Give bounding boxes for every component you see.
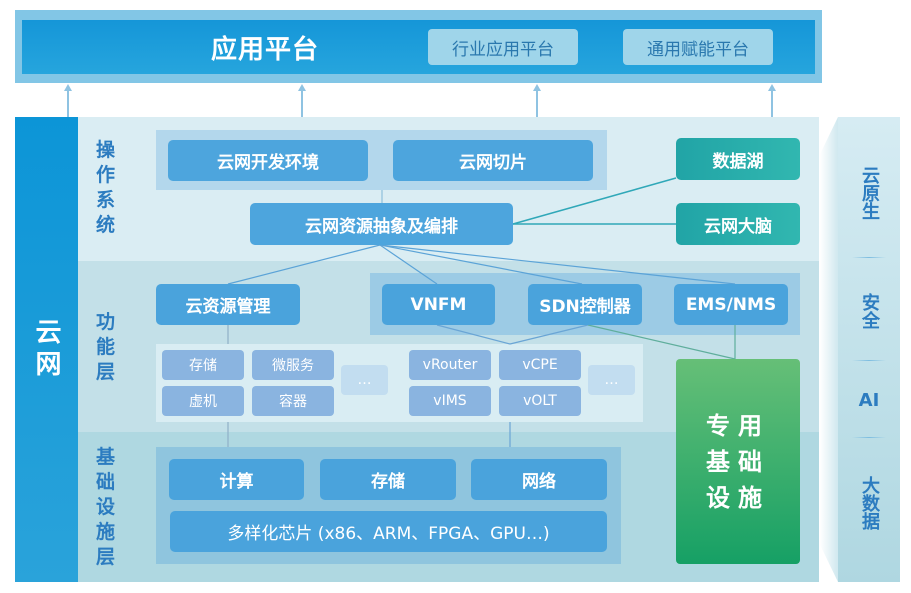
general-enabling-platform[interactable]: 通用赋能平台 xyxy=(623,29,773,65)
connector-line xyxy=(379,244,736,285)
arrow-up-2 xyxy=(301,86,303,118)
dedicated-infrastructure[interactable]: 专用 基础 设施 xyxy=(676,359,800,564)
diverse-chips[interactable]: 多样化芯片 (x86、ARM、FPGA、GPU…) xyxy=(170,511,607,552)
vnfm[interactable]: VNFM xyxy=(382,284,495,325)
connector-line xyxy=(512,177,677,225)
arrow-up-1 xyxy=(67,86,69,118)
dedicated-infra-line: 设施 xyxy=(706,483,770,512)
sub-microservice[interactable]: 微服务 xyxy=(252,350,334,380)
resource-orchestration[interactable]: 云网资源抽象及编排 xyxy=(250,203,513,245)
data-lake[interactable]: 数据湖 xyxy=(676,138,800,180)
more-cloud-items[interactable]: … xyxy=(341,365,388,395)
arrow-head-icon xyxy=(768,84,776,91)
connector-line xyxy=(509,324,589,345)
connector-line xyxy=(227,244,381,285)
capability-big-data: 大数据 xyxy=(859,476,880,530)
arrow-head-icon xyxy=(298,84,306,91)
cloud-net-label: 云网 xyxy=(31,317,61,382)
arrow-up-3 xyxy=(536,86,538,118)
arrow-head-icon xyxy=(533,84,541,91)
sdn-controller[interactable]: SDN控制器 xyxy=(528,284,642,325)
cloud-net-dev-env[interactable]: 云网开发环境 xyxy=(168,140,368,181)
capability-ai: AI xyxy=(858,390,880,411)
sub-container[interactable]: 容器 xyxy=(252,386,334,416)
industry-app-platform[interactable]: 行业应用平台 xyxy=(428,29,578,65)
network[interactable]: 网络 xyxy=(471,459,607,500)
storage[interactable]: 存储 xyxy=(320,459,456,500)
sub-vcpe[interactable]: vCPE xyxy=(499,350,581,380)
capabilities-bar xyxy=(838,117,900,582)
function-layer-label: 功能层 xyxy=(96,311,116,383)
sub-vims[interactable]: vIMS xyxy=(409,386,491,416)
os-layer-label: 操作系统 xyxy=(96,139,116,236)
capability-divider xyxy=(852,360,886,361)
infrastructure-layer-label: 基础设施层 xyxy=(96,446,116,568)
ems-nms[interactable]: EMS/NMS xyxy=(674,284,788,325)
connector-line xyxy=(379,244,583,285)
cloud-net-bar: 云网 xyxy=(15,117,78,582)
dedicated-infra-line: 基础 xyxy=(706,447,770,476)
capability-divider xyxy=(852,437,886,438)
connector-line xyxy=(436,324,511,345)
cloud-net-brain[interactable]: 云网大脑 xyxy=(676,203,800,245)
arrow-up-4 xyxy=(771,86,773,118)
cloud-net-slicing[interactable]: 云网切片 xyxy=(393,140,593,181)
sub-storage[interactable]: 存储 xyxy=(162,350,244,380)
app-platform-title: 应用平台 xyxy=(210,34,319,65)
arrow-head-icon xyxy=(64,84,72,91)
connector-line xyxy=(587,324,736,360)
sub-volt[interactable]: vOLT xyxy=(499,386,581,416)
dedicated-infra-line: 专用 xyxy=(706,411,770,440)
compute[interactable]: 计算 xyxy=(169,459,304,500)
capability-security: 安全 xyxy=(859,293,880,329)
connector-line xyxy=(379,244,438,285)
sub-vrouter[interactable]: vRouter xyxy=(409,350,491,380)
side-bar-bevel xyxy=(820,117,838,582)
more-net-items[interactable]: … xyxy=(588,365,635,395)
cloud-resource-management[interactable]: 云资源管理 xyxy=(156,284,300,325)
capability-divider xyxy=(852,257,886,258)
sub-vm[interactable]: 虚机 xyxy=(162,386,244,416)
capability-cloud-native: 云原生 xyxy=(859,166,880,220)
